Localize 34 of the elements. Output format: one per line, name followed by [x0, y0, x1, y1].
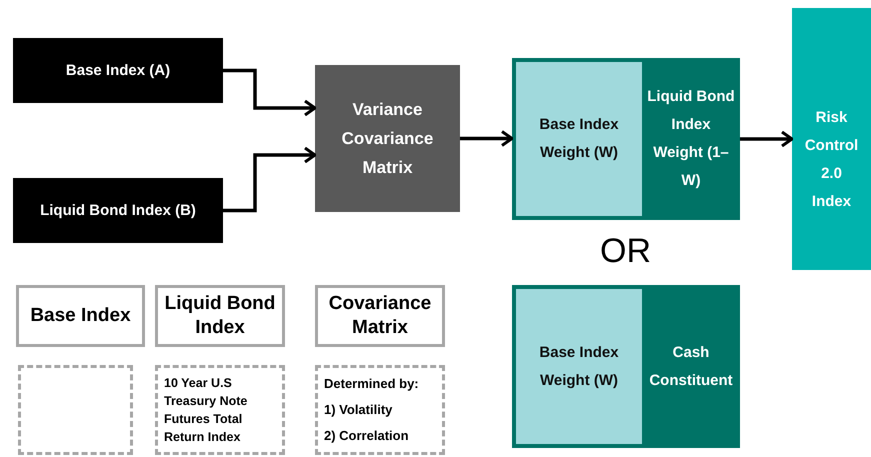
list-item: 2) Correlation [324, 427, 409, 445]
box-label: Base Index Weight (W) [538, 342, 620, 390]
box-label: Variance Covariance Matrix [340, 99, 434, 179]
heading: Liquid Bond Index [164, 292, 276, 340]
arrow [740, 130, 794, 148]
note-box [18, 365, 133, 455]
box-label: Cash Constituent [648, 342, 734, 390]
weight-box [512, 285, 740, 448]
box-label: Risk Control 2.0 Index [804, 108, 860, 212]
output-box [792, 8, 871, 270]
heading: Base Index [30, 304, 131, 328]
arrow [223, 68, 316, 116]
list-item: Determined by: [324, 375, 419, 393]
input-box [13, 38, 223, 103]
note-box [315, 365, 445, 455]
title-box [155, 285, 285, 347]
title-box [315, 285, 445, 347]
box-label: Liquid Bond Index (B) [40, 202, 196, 219]
or-label: OR [600, 232, 651, 271]
note-box [155, 365, 285, 455]
arrow [460, 130, 514, 147]
arrow [223, 146, 316, 212]
box-label: Liquid Bond Index Weight (1–W) [646, 87, 736, 191]
process-box [315, 65, 460, 212]
box-label: Base Index (A) [66, 62, 170, 79]
list-item: 1) Volatility [324, 401, 392, 419]
title-box [16, 285, 145, 347]
description: 10 Year U.S Treasury Note Futures Total Return Index [164, 375, 248, 446]
weight-box [516, 62, 642, 216]
weight-box [516, 289, 642, 444]
box-label: Base Index Weight (W) [538, 115, 620, 163]
input-box [13, 178, 223, 243]
heading: Covariance Matrix [328, 292, 432, 340]
weight-box [512, 58, 740, 220]
